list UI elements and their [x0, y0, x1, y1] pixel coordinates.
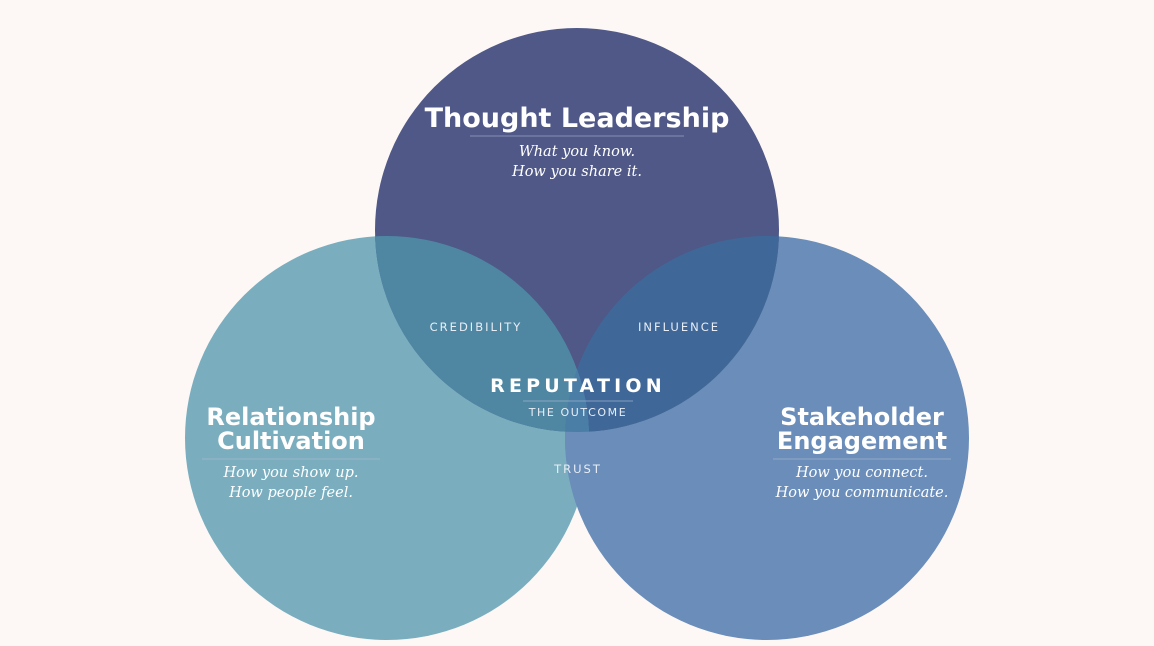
overlap-label-credibility: CREDIBILITY [430, 320, 523, 334]
overlap-top-left [375, 236, 589, 432]
thought-leadership-title: Thought Leadership [425, 103, 730, 134]
relationship-cultivation-subtitle-1: How you show up. [222, 465, 358, 481]
relationship-cultivation-subtitle-2: How people feel. [228, 485, 353, 501]
stakeholder-engagement-title-2: Engagement [777, 427, 947, 455]
overlap-label-influence: INFLUENCE [638, 320, 720, 334]
thought-leadership-subtitle-2: How you share it. [511, 164, 642, 180]
relationship-cultivation-title-1: Relationship [206, 403, 375, 431]
stakeholder-engagement-subtitle-2: How you communicate. [775, 485, 949, 501]
center-subtitle-outcome: THE OUTCOME [528, 406, 628, 419]
stakeholder-engagement-subtitle-1: How you connect. [795, 465, 928, 481]
stakeholder-engagement-title-1: Stakeholder [780, 403, 944, 431]
center-title-reputation: REPUTATION [490, 375, 666, 397]
overlap-label-trust: TRUST [553, 462, 602, 476]
thought-leadership-subtitle-1: What you know. [519, 144, 635, 160]
overlap-top-right [565, 236, 779, 432]
relationship-cultivation-title-2: Cultivation [217, 427, 365, 455]
